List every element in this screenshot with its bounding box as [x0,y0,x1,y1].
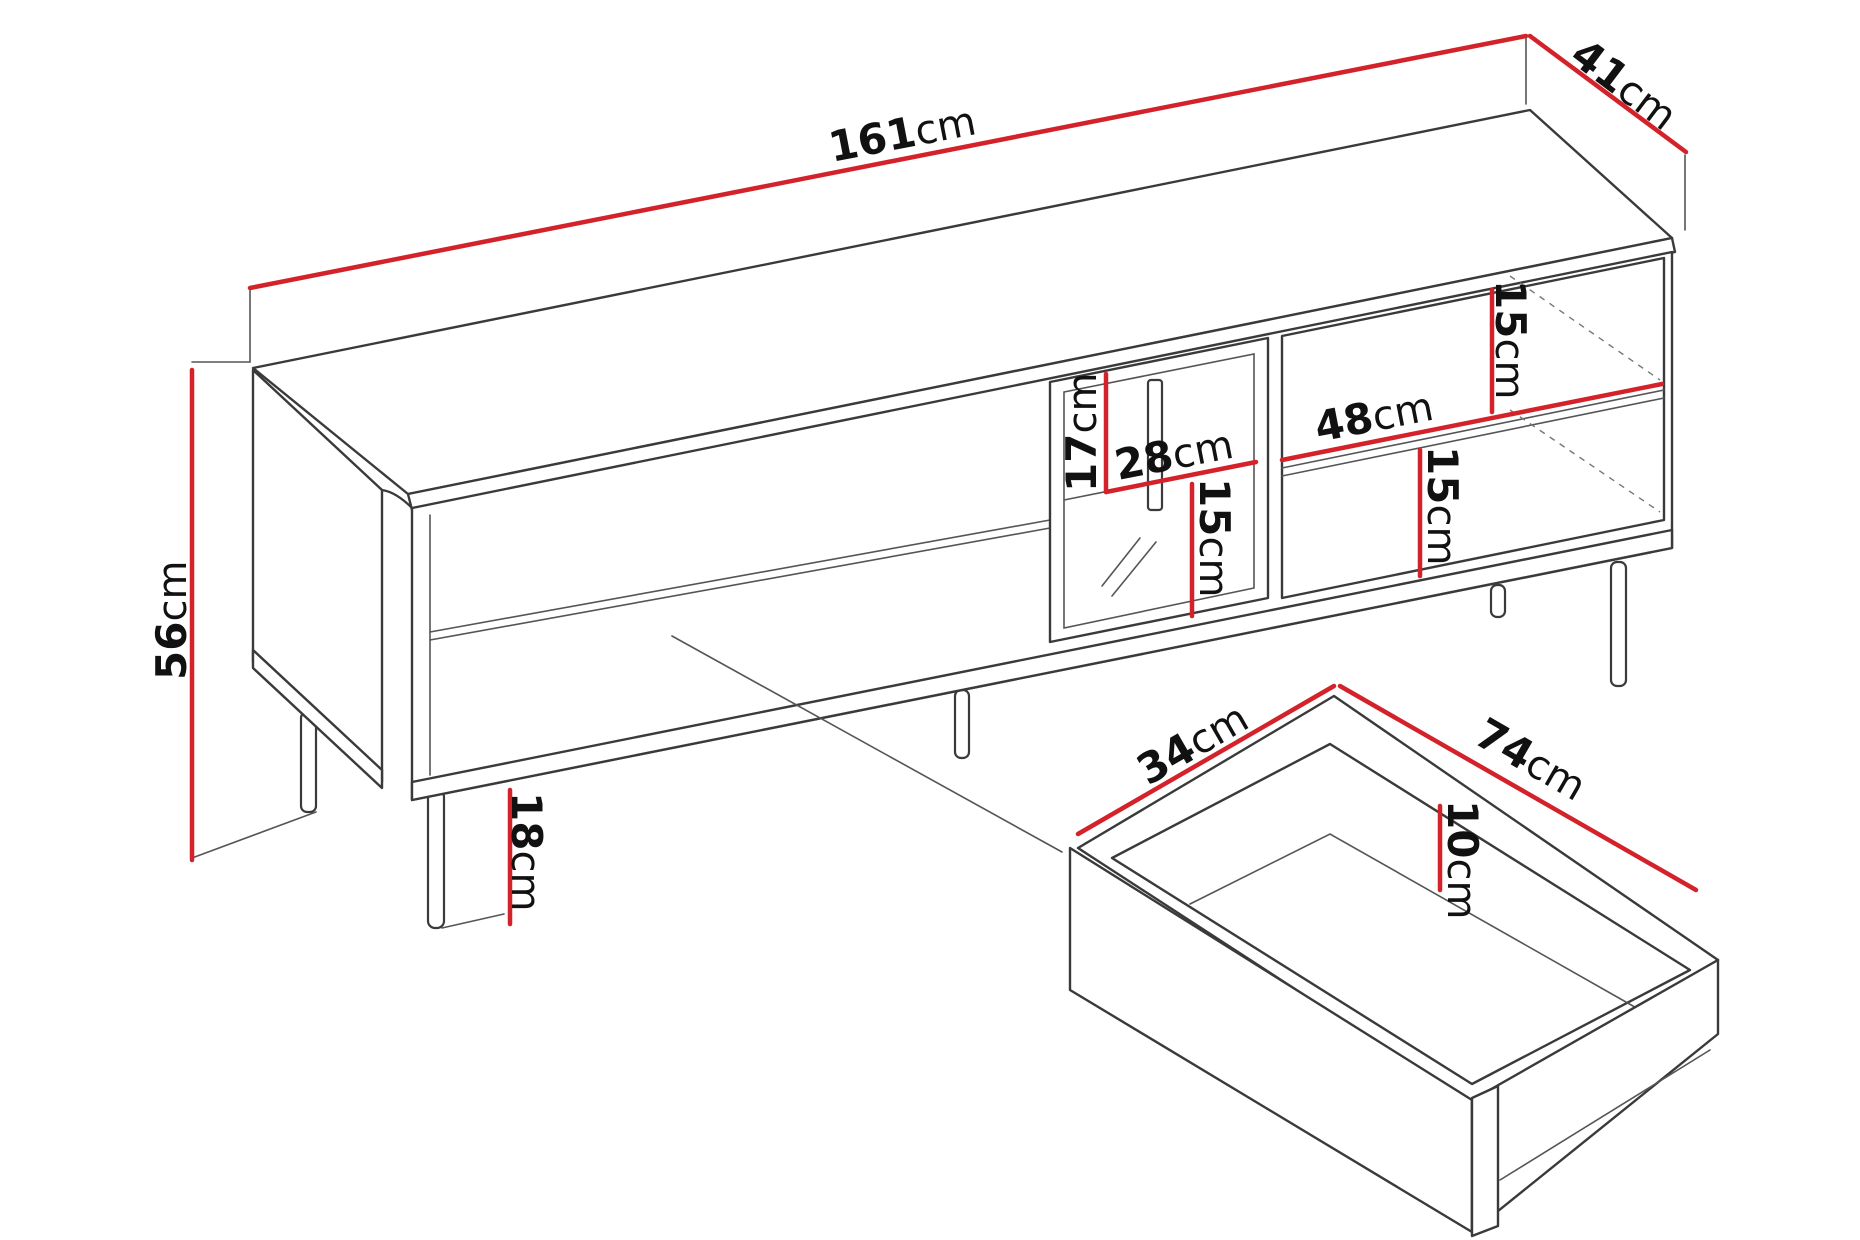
dim-line-door-width [1103,459,1259,495]
drawer-divider-top [429,519,1051,633]
dim-line-depth [1527,33,1689,155]
dim-line-drawer-length [1337,683,1699,893]
dimension-lines [189,33,1699,927]
drawer-floor [1189,833,1641,1011]
door-handle [1146,378,1164,512]
drawer-leader-line [671,635,1063,853]
shelf-line [1281,389,1665,469]
back-right-leg [1489,583,1507,619]
drawer-divider-bottom [429,527,1051,641]
label-leg-height: 18cm [502,792,551,911]
label-lower-shelf: 15cm [1418,446,1467,565]
label-door-lower: 15cm [1190,478,1239,597]
drawer-front-line [1499,1049,1711,1181]
cabinet-top-edge [406,236,1677,512]
front-left-leg [299,710,318,814]
label-depth: 41cm [1562,29,1687,140]
back-left-leg [953,688,971,760]
shelf-line-front [1281,397,1665,477]
glass-door-inner [1063,353,1255,629]
drawer-inner [1110,742,1692,1086]
label-shelf-width: 48cm [1311,381,1438,452]
dim-line-shelf-width [1279,381,1665,463]
dim-line-drawer-width [1075,683,1337,837]
label-door-width: 28cm [1111,419,1238,490]
corner-edge [380,488,414,510]
label-door-upper: 17cm [1057,373,1106,492]
extracted-drawer [1068,694,1720,1238]
glass-shine-2 [1111,541,1157,597]
glass-shine-1 [1101,537,1141,587]
label-upper-shelf: 15cm [1486,280,1535,399]
ext-leg-bottom [441,913,505,929]
cabinet-front-plinth [410,528,1674,802]
label-height: 56cm [147,561,196,680]
dim-line-width [247,33,1529,291]
tv-cabinet [191,37,1686,930]
label-width: 161cm [825,95,980,171]
front-right-leg [1609,560,1628,688]
drawer-front-edge [1470,1084,1500,1238]
cabinet-left-plinth [251,648,384,790]
label-drawer-height: 10cm [1438,800,1487,919]
open-compartment [1280,256,1666,600]
ext-height-bottom [191,811,317,859]
front-center-leg [426,788,446,930]
